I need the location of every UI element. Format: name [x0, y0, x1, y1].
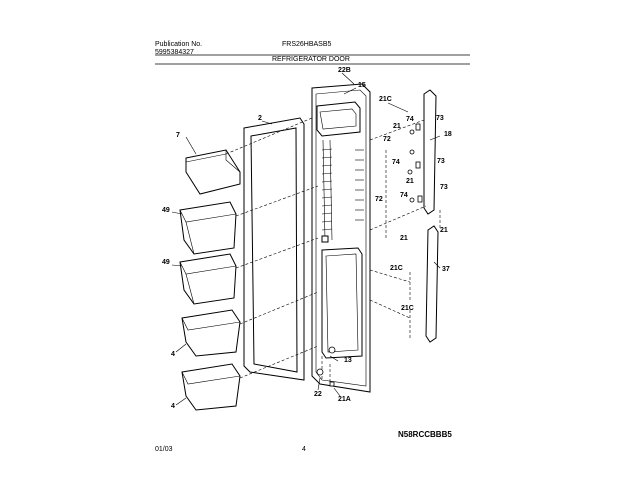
callout-18: 18	[444, 131, 452, 138]
callout-7: 7	[176, 132, 180, 139]
callout-21c-mid: 21C	[390, 265, 403, 272]
handle-trim-part	[423, 89, 437, 215]
shelf-part-upper	[181, 309, 241, 357]
callout-21c-low: 21C	[401, 305, 414, 312]
callout-4-b: 4	[171, 403, 175, 410]
callout-21-c: 21	[400, 235, 408, 242]
callout-22b: 22B	[338, 67, 351, 74]
handle-lower-part	[425, 225, 439, 343]
callout-49-b: 49	[162, 259, 170, 266]
callout-72-a: 72	[383, 136, 391, 143]
callout-74-a: 74	[406, 116, 414, 123]
callout-73-c: 73	[440, 184, 448, 191]
screws-and-clips	[316, 123, 423, 387]
callout-21c-top: 21C	[379, 96, 392, 103]
callout-21a: 21A	[338, 396, 351, 403]
shelf-part-lower	[181, 363, 241, 411]
callout-49-a: 49	[162, 207, 170, 214]
door-gasket-part	[243, 117, 305, 381]
callout-2: 2	[258, 115, 262, 122]
callout-13: 13	[344, 357, 352, 364]
footer-date: 01/03	[155, 446, 173, 453]
drawing-code: N58RCCBBB5	[398, 430, 452, 439]
projection-lines	[225, 117, 441, 384]
page-number: 4	[302, 446, 306, 453]
callout-37: 37	[442, 266, 450, 273]
publication-label: Publication No.	[155, 41, 203, 48]
dairy-compartment-part	[185, 149, 241, 195]
callout-73-a: 73	[436, 115, 444, 122]
callout-21-d: 21	[440, 227, 448, 234]
callout-22: 22	[314, 391, 322, 398]
door-bin-part-lower	[179, 253, 237, 305]
callout-21-b: 21	[406, 178, 414, 185]
door-bin-part-upper	[179, 201, 237, 255]
callout-15: 15	[358, 82, 366, 89]
door-liner-part	[311, 83, 371, 393]
leader-lines	[171, 72, 441, 406]
callout-72-b: 72	[375, 196, 383, 203]
callout-4-a: 4	[171, 351, 175, 358]
section-title: REFRIGERATOR DOOR	[272, 56, 350, 63]
callout-74-b: 74	[392, 159, 400, 166]
callout-21-a: 21	[393, 123, 401, 130]
model-number: FRS26HBASB5	[282, 41, 332, 48]
callout-74-c: 74	[400, 192, 408, 199]
publication-number: 5995384327	[155, 49, 194, 56]
callout-73-b: 73	[437, 158, 445, 165]
